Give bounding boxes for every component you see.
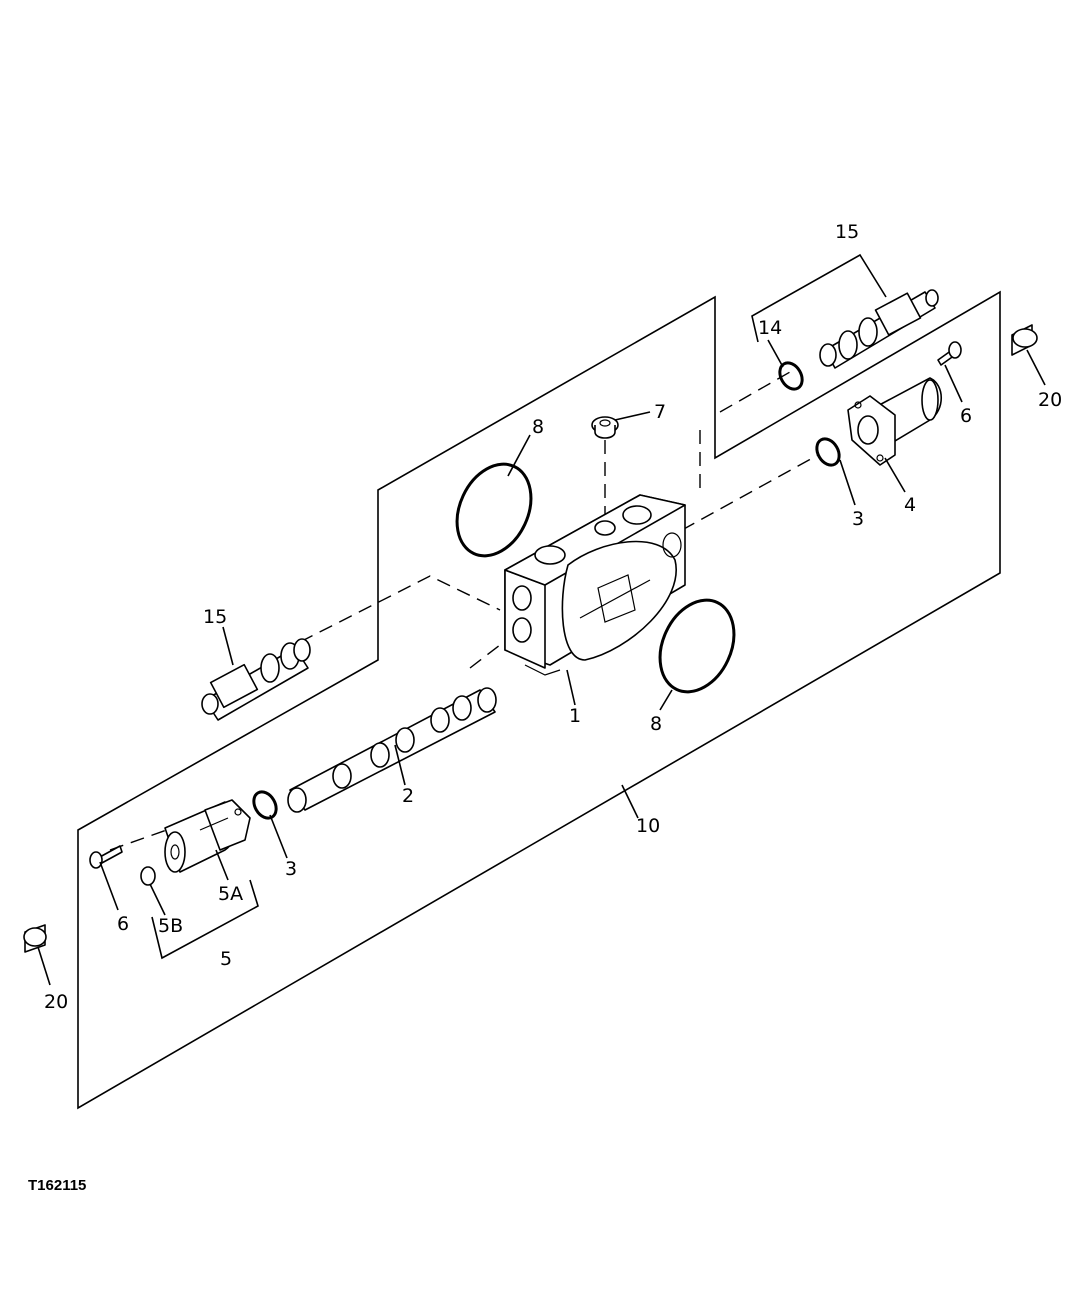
o-ring-14 xyxy=(778,361,804,391)
callout-15-upper: 15 xyxy=(835,221,859,243)
callout-5: 5 xyxy=(220,948,232,970)
o-ring-3-lower xyxy=(252,790,278,820)
callout-4: 4 xyxy=(904,494,916,516)
callout-20-left: 20 xyxy=(44,991,68,1013)
cap-4 xyxy=(847,377,943,466)
o-ring-3-upper xyxy=(815,437,841,467)
callout-3-lower: 3 xyxy=(285,858,297,880)
leader-lines xyxy=(37,339,1046,986)
plug-20-left xyxy=(23,924,47,953)
kit-outline xyxy=(77,290,1001,1110)
callout-15-lower: 15 xyxy=(203,606,227,628)
bracket-5 xyxy=(151,879,259,960)
callout-7: 7 xyxy=(654,401,666,423)
plug-7 xyxy=(591,416,619,439)
spool xyxy=(287,687,497,813)
screw-6-lower xyxy=(89,845,123,869)
plug-20-right xyxy=(1011,324,1038,356)
callout-8-lower: 8 xyxy=(650,713,662,735)
callout-2: 2 xyxy=(402,785,414,807)
figure-id: T162115 xyxy=(28,1177,86,1194)
callout-14: 14 xyxy=(758,317,782,339)
bracket-15-upper xyxy=(751,253,887,343)
callout-20-right: 20 xyxy=(1038,389,1062,411)
callout-6-lower: 6 xyxy=(117,913,129,935)
relief-valve-upper xyxy=(819,289,939,369)
seal-8-upper xyxy=(455,462,533,558)
washer-5b xyxy=(140,866,156,886)
valve-section-body xyxy=(504,494,686,676)
callouts: 1 2 3 3 4 5 5A 5B 6 6 7 8 8 10 14 15 15 … xyxy=(44,221,1062,1013)
callout-10: 10 xyxy=(636,815,660,837)
callout-1: 1 xyxy=(569,705,581,727)
screw-6-upper xyxy=(937,341,962,366)
relief-valve-lower xyxy=(201,638,311,721)
seal-8-lower xyxy=(658,598,736,694)
callout-5b: 5B xyxy=(158,915,183,937)
cap-5a xyxy=(164,799,251,873)
callout-8-upper: 8 xyxy=(532,416,544,438)
callout-3-upper: 3 xyxy=(852,508,864,530)
callout-6-upper: 6 xyxy=(960,405,972,427)
callout-5a: 5A xyxy=(218,883,243,905)
